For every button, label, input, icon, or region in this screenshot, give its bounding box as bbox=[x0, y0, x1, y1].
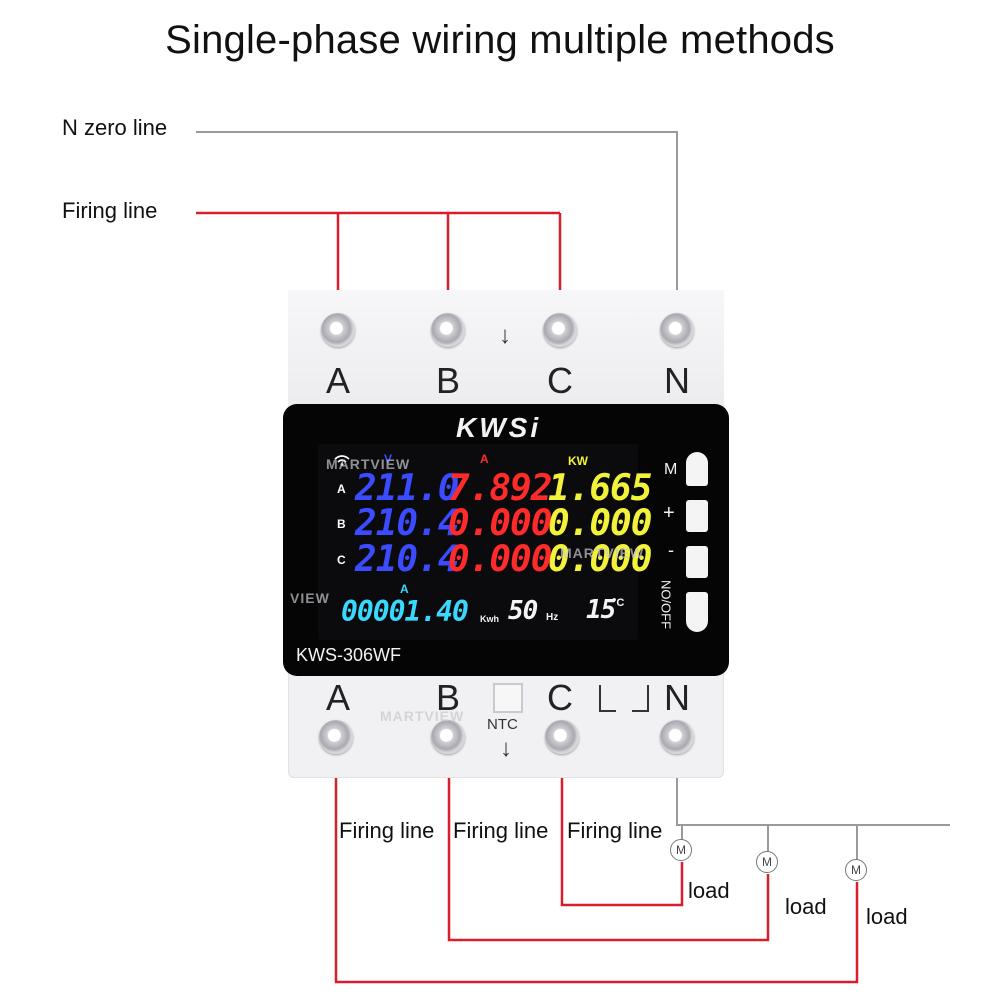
diagram-title: Single-phase wiring multiple methods bbox=[165, 18, 835, 62]
firing-line-label-b: Firing line bbox=[453, 818, 549, 843]
terminal-screw-bottom-c bbox=[545, 720, 579, 754]
firing-line-label-c: Firing line bbox=[567, 818, 663, 843]
terminal-screw-top-c bbox=[543, 313, 577, 347]
phase-b-voltage: 210.4 bbox=[355, 503, 459, 544]
wifi-icon bbox=[334, 455, 350, 466]
terminal-label-top-a: A bbox=[325, 360, 350, 401]
phase-b-current: 0.000 bbox=[448, 503, 552, 544]
neutral-line-label: N zero line bbox=[62, 115, 168, 140]
phase-a-voltage: 211.0 bbox=[355, 468, 459, 509]
terminal-label-top-b: B bbox=[435, 360, 460, 401]
firing-line-label-a: Firing line bbox=[339, 818, 435, 843]
phase-b-power: 0.000 bbox=[548, 503, 652, 544]
meter-top-strip bbox=[288, 290, 724, 410]
neutral-wire-top bbox=[196, 131, 678, 328]
terminal-screw-top-b bbox=[431, 313, 465, 347]
firing-line-label-top: Firing line bbox=[62, 198, 158, 223]
phase-a-label: A bbox=[337, 482, 346, 496]
temperature-unit: °C bbox=[612, 597, 625, 609]
total-current-header: A bbox=[400, 582, 409, 596]
menu-button[interactable] bbox=[686, 452, 708, 486]
down-arrow-icon-bottom: ↓ bbox=[500, 735, 512, 762]
button-label-minus: - bbox=[668, 540, 674, 560]
phase-a-current: 7.892 bbox=[448, 468, 552, 509]
button-label-onoff: NO/OFF bbox=[658, 579, 674, 630]
terminal-label-bottom-a: A bbox=[325, 677, 350, 718]
terminal-label-top-c: C bbox=[547, 360, 573, 401]
load-label-3: load bbox=[866, 904, 908, 929]
lcd-screen bbox=[318, 444, 638, 640]
brand-logo: KWSi bbox=[456, 412, 542, 443]
terminal-screw-top-n bbox=[660, 313, 694, 347]
watermark-text: MARTVIEW bbox=[560, 545, 645, 561]
phase-a-power: 1.665 bbox=[548, 468, 652, 509]
ntc-sensor-port bbox=[493, 683, 523, 713]
terminal-screw-bottom-n bbox=[660, 720, 694, 754]
terminal-label-bottom-c: C bbox=[547, 677, 573, 718]
power-header: KW bbox=[568, 454, 588, 468]
terminal-label-bottom-b: B bbox=[435, 677, 460, 718]
motor-icon: M bbox=[756, 851, 778, 873]
terminal-screw-top-a bbox=[321, 313, 355, 347]
energy-reading: 00001.40 bbox=[341, 595, 469, 628]
phase-c-label: C bbox=[337, 553, 346, 567]
watermark-text: VIEW bbox=[290, 590, 330, 606]
phase-b-label: B bbox=[337, 517, 346, 531]
on-off-button[interactable] bbox=[686, 592, 708, 632]
frequency-reading: 50 bbox=[508, 596, 538, 626]
model-number: KWS-306WF bbox=[296, 645, 402, 665]
motor-icon: M bbox=[845, 859, 867, 881]
watermark-text: MARTVIEW bbox=[380, 708, 465, 724]
load-label-1: load bbox=[688, 878, 730, 903]
energy-unit: Kwh bbox=[480, 614, 499, 624]
phase-c-voltage: 210.4 bbox=[355, 539, 459, 580]
terminal-screw-bottom-a bbox=[319, 720, 353, 754]
button-label-m: M bbox=[664, 461, 678, 478]
phase-c-current: 0.000 bbox=[448, 539, 552, 580]
down-arrow-icon: ↓ bbox=[499, 322, 511, 349]
watermark-text: MARTVIEW bbox=[326, 456, 411, 472]
minus-button[interactable] bbox=[686, 546, 708, 578]
terminal-screw-bottom-b bbox=[431, 720, 465, 754]
frequency-unit: Hz bbox=[546, 612, 559, 623]
phase-c-power: 0.000 bbox=[548, 539, 652, 580]
firing-wire-c-load bbox=[560, 738, 684, 907]
firing-wire-a-load bbox=[334, 738, 859, 984]
voltage-header: V bbox=[384, 452, 393, 466]
temperature-reading: 15 bbox=[586, 595, 616, 625]
terminal-label-top-n: N bbox=[664, 360, 690, 401]
button-label-plus: + bbox=[663, 502, 675, 524]
bracket-mark-icon bbox=[599, 685, 649, 712]
firing-wire-b-load bbox=[447, 738, 770, 942]
motor-icon: M bbox=[670, 839, 692, 861]
ntc-label: NTC bbox=[487, 716, 518, 733]
load-label-2: load bbox=[785, 894, 827, 919]
plus-button[interactable] bbox=[686, 500, 708, 532]
current-header: A bbox=[480, 452, 489, 466]
terminal-label-bottom-n: N bbox=[664, 677, 690, 718]
